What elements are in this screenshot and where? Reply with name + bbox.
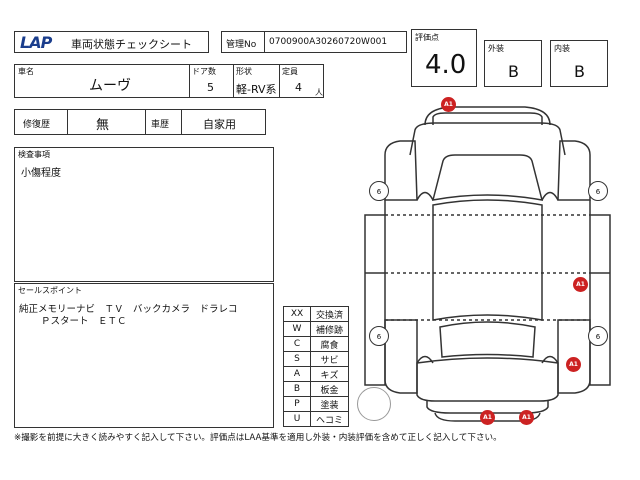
vehicle-history-value: 自家用 [203, 118, 236, 131]
vehicle-history-label: 車歴 [151, 120, 170, 130]
legend-code: P [283, 396, 311, 412]
rear-gate [416, 357, 559, 402]
legend-code: B [283, 381, 311, 397]
repair-history-value: 無 [96, 118, 110, 133]
legend-code: A [283, 366, 311, 382]
legend-meaning: 塗装 [310, 396, 349, 412]
right-rear-fender [557, 319, 591, 394]
score-value: 4.0 [425, 50, 467, 80]
exterior-value: B [508, 62, 519, 81]
legend-code: C [283, 336, 311, 352]
interior-value: B [574, 62, 585, 81]
interior-grade-box: 内装 B [550, 40, 608, 87]
score-label: 評価点 [415, 33, 439, 42]
history-box: 修復歴 無 車歴 自家用 [14, 109, 266, 135]
selling-points-line-1: 純正メモリーナビ ＴＶ バックカメラ ドラレコ [19, 304, 238, 315]
left-front-fender [384, 140, 418, 201]
repair-history-label: 修復歴 [23, 120, 51, 130]
logo: LAP [20, 33, 52, 52]
legend-meaning: サビ [310, 351, 349, 367]
title-box: LAP 車両状態チェックシート [14, 31, 209, 53]
legend-code: W [283, 321, 311, 337]
legend-meaning: ヘコミ [310, 411, 349, 427]
tire-front-right: 6 [588, 181, 608, 201]
right-doors [589, 214, 611, 386]
left-doors [364, 214, 386, 386]
damage-badge-rear-left: A1 [480, 410, 495, 425]
selling-points-line-2: Ｐスタート ＥＴＣ [41, 316, 127, 327]
score-box: 評価点 4.0 [411, 29, 477, 87]
legend-code: XX [283, 306, 311, 322]
inspection-box: 検査事項 小傷程度 [14, 147, 274, 282]
management-number-label: 管理No [226, 40, 257, 50]
front-bumper [424, 106, 551, 126]
rear-window [439, 321, 536, 358]
selling-points-box: セールスポイント 純正メモリーナビ ＴＶ バックカメラ ドラレコ Ｐスタート Ｅ… [14, 283, 274, 428]
hood-outline [409, 122, 566, 156]
right-front-fender [557, 140, 591, 201]
management-number-value: 0700900A30260720W001 [269, 37, 388, 47]
shape-value: 軽-RV系 [236, 83, 277, 96]
damage-badge-rear-right: A1 [519, 410, 534, 425]
tire-rear-right: 6 [588, 326, 608, 346]
exterior-grade-box: 外装 B [484, 40, 542, 87]
tire-front-left: 6 [369, 181, 389, 201]
doors-value: 5 [207, 81, 214, 94]
selling-points-label: セールスポイント [18, 286, 82, 295]
car-diagram [364, 106, 611, 422]
legend-meaning: 腐食 [310, 336, 349, 352]
roof [432, 199, 543, 321]
damage-badge-right-rear: A1 [566, 357, 581, 372]
legend-meaning: 交換済 [310, 306, 349, 322]
interior-label: 内装 [554, 44, 570, 53]
left-rear-fender [384, 319, 418, 394]
shape-label: 形状 [236, 67, 252, 76]
doors-label: ドア数 [192, 67, 216, 76]
damage-badge-front: A1 [441, 97, 456, 112]
capacity-value: 4 [295, 81, 302, 94]
capacity-unit: 人 [315, 88, 323, 97]
vehicle-info-box: 車名 ムーヴ ドア数 5 形状 軽-RV系 定員 4 人 [14, 64, 324, 98]
inspection-label: 検査事項 [18, 150, 50, 159]
car-name-label: 車名 [18, 67, 34, 76]
legend-meaning: 補修跡 [310, 321, 349, 337]
damage-badge-right-side: A1 [573, 277, 588, 292]
exterior-label: 外装 [488, 44, 504, 53]
stamp-circle [357, 387, 391, 421]
footer-note: ※撮影を前提に大きく読みやすく記入して下さい。評価点はLAA基準を適用し外装・内… [14, 433, 502, 443]
capacity-label: 定員 [282, 67, 298, 76]
windshield [431, 154, 544, 201]
sheet-title: 車両状態チェックシート [71, 38, 192, 51]
car-name-value: ムーヴ [89, 78, 131, 94]
management-number-box: 管理No 0700900A30260720W001 [221, 31, 407, 53]
inspection-text: 小傷程度 [21, 168, 61, 179]
legend-meaning: 板金 [310, 381, 349, 397]
legend-code: U [283, 411, 311, 427]
legend-meaning: キズ [310, 366, 349, 382]
tire-rear-left: 6 [369, 326, 389, 346]
legend-code: S [283, 351, 311, 367]
